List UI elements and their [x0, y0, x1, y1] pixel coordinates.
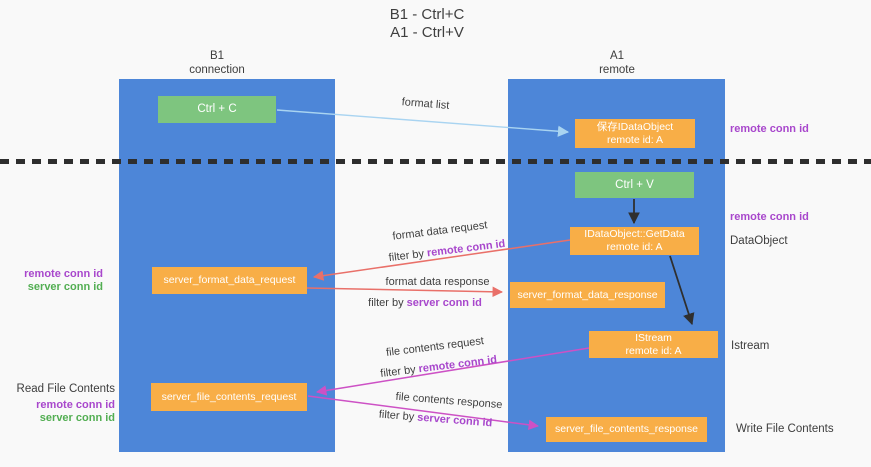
write-file-contents-label: Write File Contents [736, 423, 834, 435]
server-format-data-response-box: server_format_data_response [510, 282, 665, 308]
filter-by-server-2: filter by server conn id [378, 409, 494, 430]
left-column-subtitle: connection [189, 63, 245, 76]
ctrl-v-box: Ctrl + V [575, 172, 694, 198]
ctrl-v-label: Ctrl + V [615, 178, 654, 191]
right-column-subtitle: remote [599, 63, 635, 76]
save-idataobject-box: 保存IDataObject remote id: A [575, 119, 695, 148]
istream-line2: remote id: A [625, 344, 682, 357]
right-column-header: A1 remote [557, 50, 677, 77]
server-format-data-request-label: server_format_data_request [163, 274, 296, 286]
server-conn-id-filter-1: server conn id [406, 297, 482, 309]
title-line-1: B1 - Ctrl+C [389, 6, 465, 23]
left-conn-id-block-1: remote conn id server conn id [10, 268, 103, 294]
diagram-title: B1 - Ctrl+C A1 - Ctrl+V [0, 6, 854, 42]
filter-by-remote-2: filter by remote conn id [379, 353, 498, 380]
title-line-2: A1 - Ctrl+V [390, 24, 464, 41]
remote-conn-id-left-1: remote conn id [24, 268, 103, 280]
filter-by-remote-1: filter by remote conn id [388, 238, 507, 264]
filter-prefix-4: filter by [378, 408, 418, 424]
filter-prefix-2: filter by [368, 297, 407, 309]
dataobject-label: DataObject [730, 235, 788, 247]
istream-box: IStream remote id: A [589, 331, 718, 358]
left-column-header: B1 connection [157, 50, 277, 77]
filter-by-server-1: filter by server conn id [365, 297, 485, 309]
server-conn-id-left-2: server conn id [39, 412, 115, 424]
format-data-response-label: format data response [385, 276, 490, 288]
format-list-label: format list [401, 96, 450, 112]
remote-conn-id-right-1: remote conn id [730, 123, 809, 135]
getdata-line1: IDataObject::GetData [584, 228, 685, 240]
save-idataobject-line2: remote id: A [606, 133, 664, 146]
right-column-name: A1 [609, 50, 625, 62]
server-file-contents-response-box: server_file_contents_response [546, 417, 707, 442]
istream-line1: IStream [635, 331, 672, 344]
getdata-line2: remote id: A [606, 241, 663, 253]
save-idataobject-line1: 保存IDataObject [596, 120, 674, 133]
remote-conn-id-right-2: remote conn id [730, 211, 809, 223]
idataobject-getdata-box: IDataObject::GetData remote id: A [570, 227, 699, 255]
ctrl-c-label: Ctrl + C [197, 103, 237, 115]
file-contents-request-label: file contents request [385, 335, 485, 359]
ctrl-c-box: Ctrl + C [158, 96, 276, 123]
server-file-contents-request-label: server_file_contents_request [161, 390, 297, 403]
dashed-divider [0, 159, 871, 164]
left-column-name: B1 [209, 50, 225, 62]
server-conn-id-filter-2: server conn id [416, 411, 493, 430]
remote-conn-id-filter-1: remote conn id [426, 237, 506, 260]
server-file-contents-response-label: server_file_contents_response [554, 423, 698, 435]
format-data-request-label: format data request [391, 219, 489, 243]
server-conn-id-left-1: server conn id [27, 281, 103, 293]
left-conn-id-block-2: Read File Contents remote conn id server… [10, 383, 115, 425]
file-contents-response-label: file contents response [395, 390, 503, 412]
read-file-contents-label: Read File Contents [16, 383, 115, 395]
istream-side-label: Istream [731, 340, 770, 352]
server-file-contents-request-box: server_file_contents_request [151, 383, 307, 411]
remote-conn-id-left-2: remote conn id [36, 399, 115, 411]
server-format-data-request-box: server_format_data_request [152, 267, 307, 294]
format-data-response-arrow [306, 286, 504, 298]
server-format-data-response-label: server_format_data_response [517, 288, 658, 301]
filter-prefix-3: filter by [379, 363, 420, 380]
remote-conn-id-filter-2: remote conn id [417, 353, 498, 376]
filter-prefix-1: filter by [388, 247, 428, 265]
